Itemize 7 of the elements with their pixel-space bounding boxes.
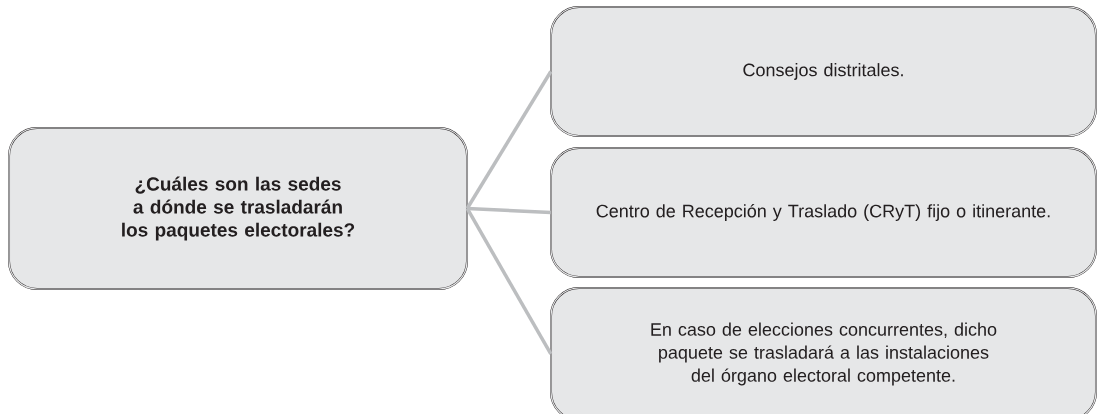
answer-box: En caso de elecciones concurrentes, dicho paquete se trasladará a las instalaciones del órgano electoral competente. — [550, 287, 1097, 414]
answer-box: Consejos distritales. — [550, 6, 1097, 137]
answer-box: Centro de Recepción y Traslado (CRyT) fijo o itinerante. — [550, 147, 1097, 278]
connector-line — [465, 207, 553, 355]
connector-line — [467, 206, 551, 215]
question-box: ¿Cuáles son las sedes a dónde se trasladarán los paquetes electorales? — [8, 127, 468, 290]
connector-line — [465, 70, 553, 210]
